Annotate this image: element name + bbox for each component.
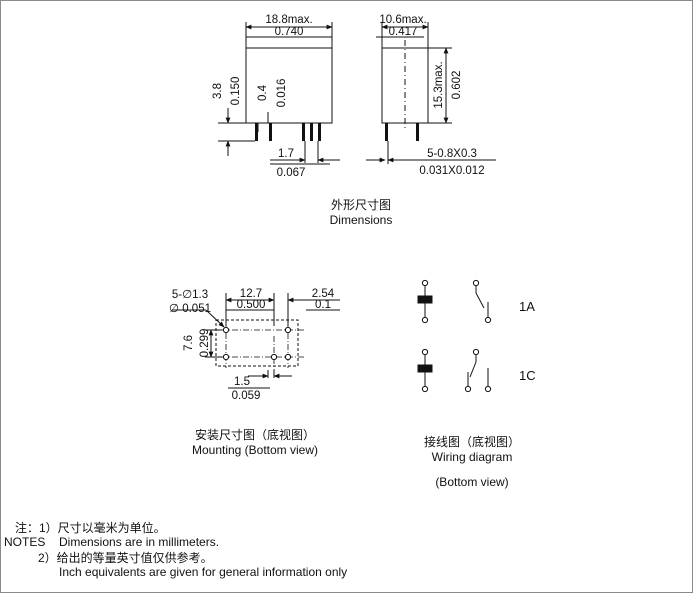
dim-pin-len-in: 0.150 [230,77,242,106]
dim-offset-mm: 1.7 [278,148,294,160]
dim-row-mm: 7.6 [183,335,195,351]
dimensions-caption-en: Dimensions [329,213,393,227]
dim-offset-in: 0.067 [277,167,306,179]
side-view [366,22,496,164]
mounting-caption: 安装尺寸图（底视图） Mounting (Bottom view) [180,428,330,458]
dim-pin-thk-mm: 0.4 [257,84,269,101]
dim-pin-thk-in: 0.016 [276,79,288,108]
wiring-caption: 接线图（底视图） Wiring diagram (Bottom view) [412,435,532,490]
mounting-holes [222,326,292,361]
hole-4 [270,353,278,361]
dim-width-mm: 18.8max. [265,14,312,26]
dim-edge-mm: 2.54 [312,288,335,300]
dim-height-mm: 15.3max. [433,61,445,108]
wiring-caption-en: Wiring diagram [431,450,513,464]
contact-1a [472,279,492,324]
dimensions-caption: 外形尺寸图 Dimensions [311,198,411,228]
hole-5 [284,353,292,361]
mounting-outline [215,319,299,367]
dim-hole-in: ∅ 0.051 [169,303,211,315]
dim-width-in: 0.740 [275,26,304,38]
mounting-caption-en: Mounting (Bottom view) [191,443,319,457]
mounting-caption-cn: 安装尺寸图（底视图） [194,428,315,442]
note-1-cn: 注：1）尺寸以毫米为单位。 [15,521,166,535]
side-pins [385,123,419,141]
wiring-caption-sub: (Bottom view) [435,475,509,489]
dim-gap-in: 0.059 [232,390,261,402]
coil-1c [417,348,433,393]
dim-depth-mm: 10.6max. [379,14,426,26]
note-2-en: Inch equivalents are given for general i… [59,565,348,579]
dim-pin-size-mm: 5-0.8X0.3 [427,148,477,160]
mounting-view [172,293,340,389]
relay-body-side [381,47,429,124]
hole-3 [222,353,230,361]
front-view [218,22,340,165]
note-2-cn: 2）给出的等量英寸值仅供参考。 [38,551,213,565]
note-1-en: Dimensions are in millimeters. [59,535,220,549]
dim-edge-in: 0.1 [315,299,331,311]
dimensions-caption-cn: 外形尺寸图 [330,198,391,212]
dim-height-in: 0.602 [451,71,463,100]
wiring-label-1a: 1A [519,299,535,314]
relay-body-front [245,47,333,124]
contact-1c [464,348,492,393]
wiring-1c [417,348,492,393]
dim-hole-mm: 5-∅1.3 [172,289,208,301]
front-pins [255,123,321,141]
dim-pitch-in: 0.500 [237,299,266,311]
hole-1 [222,326,230,334]
dim-depth-in: 0.417 [389,26,418,38]
dim-pin-len-mm: 3.8 [212,83,224,99]
dim-gap-mm: 1.5 [234,376,250,388]
wiring-label-1c: 1C [519,368,536,383]
wiring-caption-cn: 接线图（底视图） [423,435,520,449]
notes-label: NOTES [4,535,46,549]
wiring-1a [417,279,492,324]
coil-1a [417,279,433,324]
dim-pitch-mm: 12.7 [240,288,262,300]
dim-row-in: 0.299 [199,329,211,358]
hole-2 [284,326,292,334]
dim-pin-size-in: 0.031X0.012 [419,165,484,177]
